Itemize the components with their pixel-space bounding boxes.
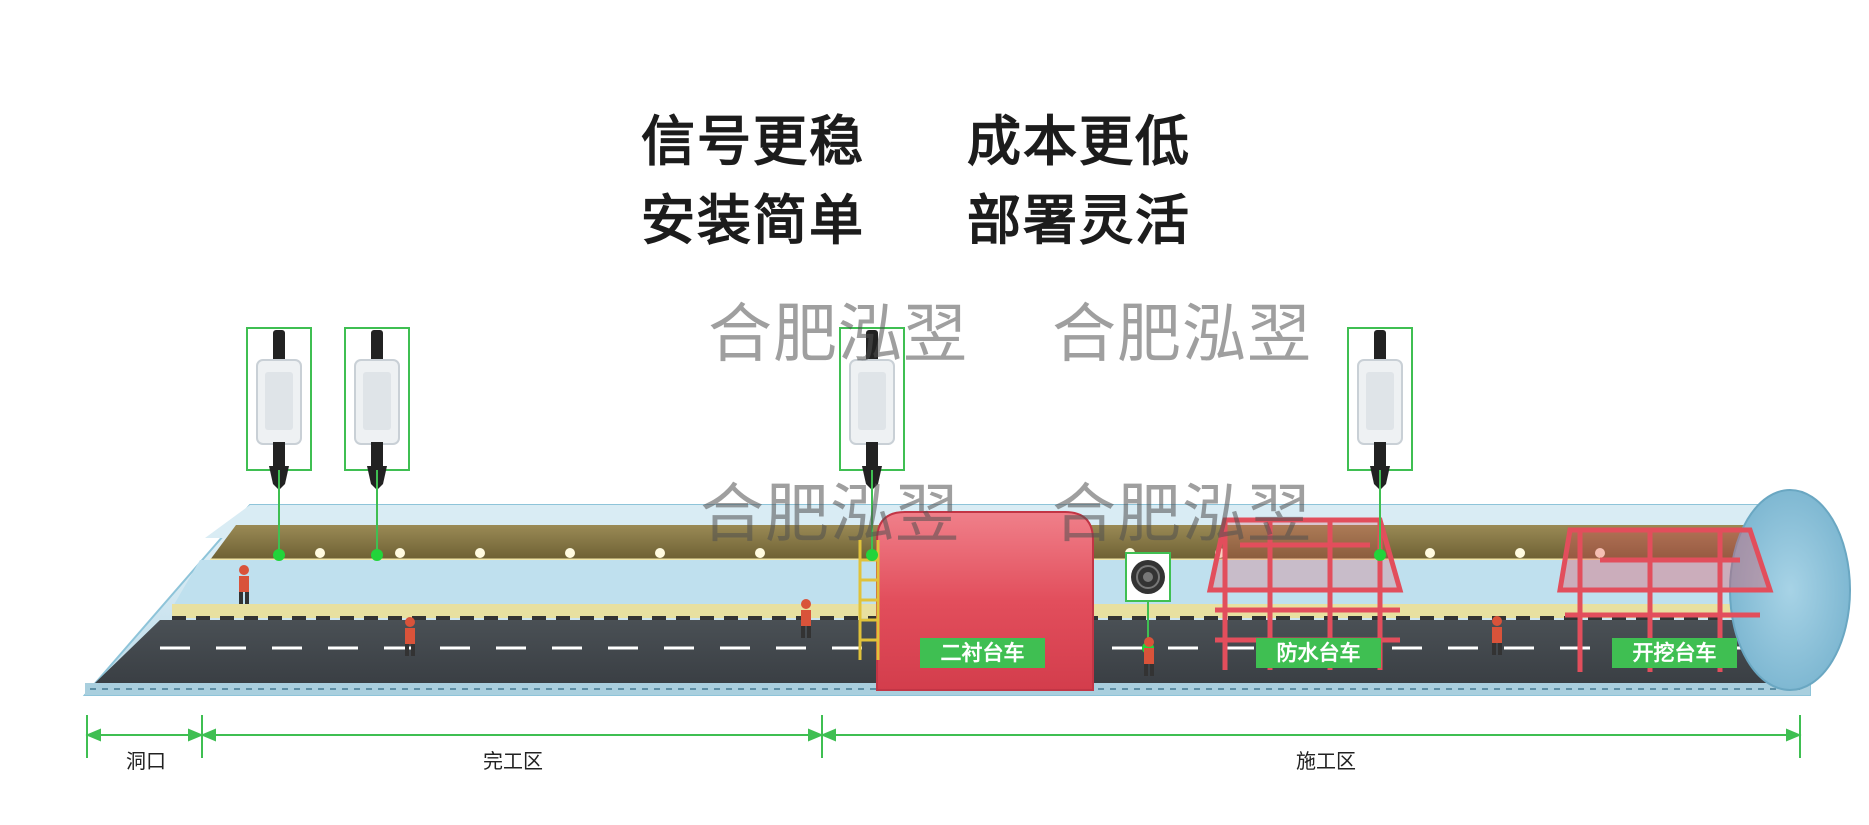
trolley-label-excavation: 开挖台车 <box>1612 638 1737 668</box>
slogan-signal: 信号更稳 <box>641 110 865 173</box>
slogan-install: 安装简单 <box>641 189 865 252</box>
slogan-cost: 成本更低 <box>967 110 1191 173</box>
watermark-3: 合肥泓翌 <box>700 478 960 552</box>
access-point-1 <box>246 327 312 561</box>
zone-label-construction: 施工区 <box>1296 749 1356 773</box>
trolley-label-lining: 二衬台车 <box>920 638 1045 668</box>
zone-label-completed: 完工区 <box>483 749 543 773</box>
zone-label-portal: 洞口 <box>126 749 166 773</box>
watermark-2: 合肥泓翌 <box>1052 298 1312 372</box>
trolley-label-waterproof: 防水台车 <box>1256 638 1381 668</box>
access-point-4 <box>1347 327 1413 561</box>
watermark-4: 合肥泓翌 <box>1052 478 1312 552</box>
worker-icon <box>239 565 249 604</box>
zone-dimension-lines <box>85 715 1802 758</box>
access-point-2 <box>344 327 410 561</box>
watermark-1: 合肥泓翌 <box>708 298 968 372</box>
slogan-deploy: 部署灵活 <box>967 189 1191 252</box>
access-point-3 <box>839 327 905 561</box>
